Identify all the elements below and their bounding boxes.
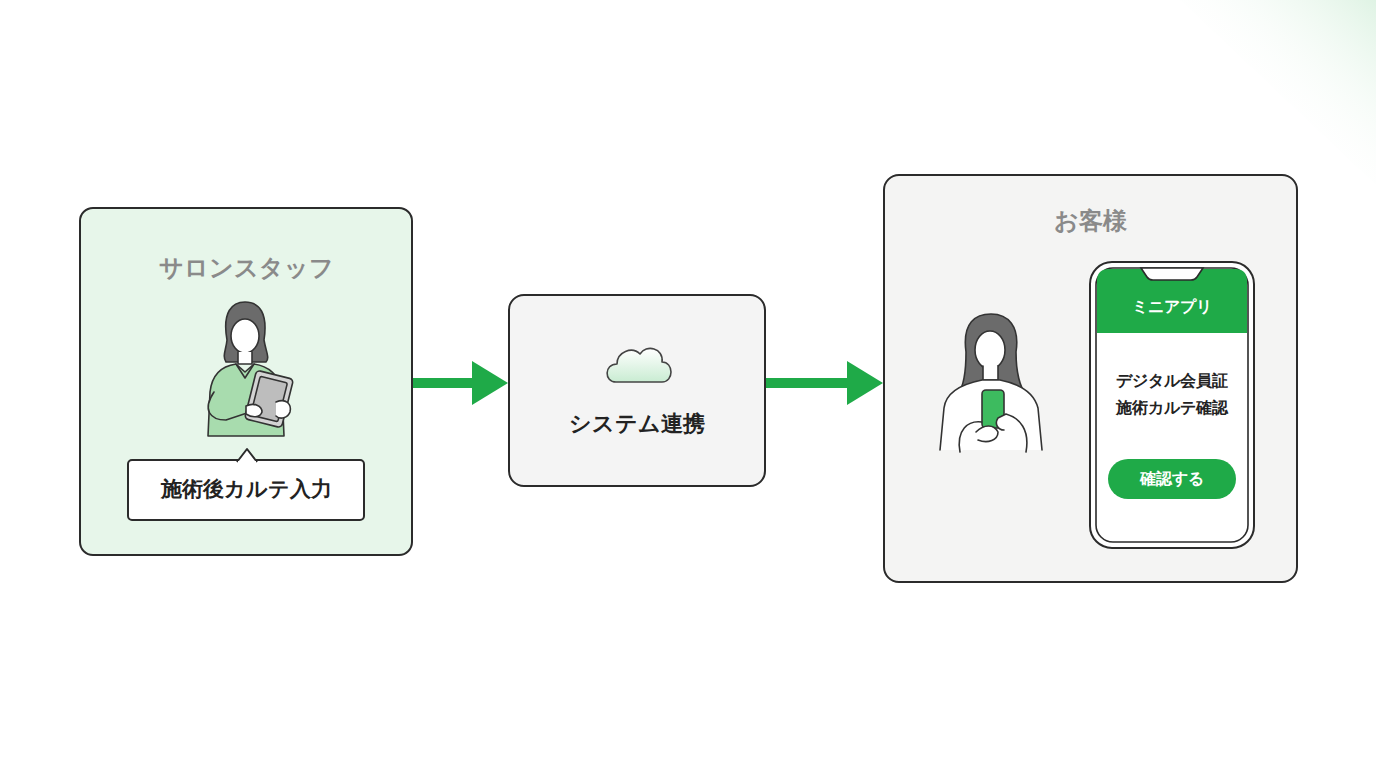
flow-arrow [413, 361, 508, 405]
process-box: システム連携 [508, 294, 766, 487]
box-label: 確認する [1140, 469, 1204, 490]
corner-decoration [1180, 0, 1376, 185]
actor-box: 施術後カルテ入力 サロンスタッフ [79, 207, 413, 556]
box-title: お客様 [885, 206, 1296, 237]
flow-arrow [766, 361, 883, 405]
box-title: システム連携 [510, 410, 764, 439]
box-title: サロンスタッフ [81, 253, 411, 284]
callout-box: 施術後カルテ入力 [127, 459, 365, 521]
box-title: ミニアプリ [1089, 281, 1255, 333]
phone-screen: 確認する ミニアプリデジタル会員証 施術カルテ確認 [1089, 261, 1255, 549]
box-body: デジタル会員証 施術カルテ確認 [1106, 367, 1238, 421]
callout-pointer [232, 448, 262, 462]
action-button: 確認する [1108, 459, 1236, 499]
actor-box: 確認する ミニアプリデジタル会員証 施術カルテ確認 お客様 [883, 174, 1298, 583]
box-label: 施術後カルテ入力 [161, 476, 332, 503]
